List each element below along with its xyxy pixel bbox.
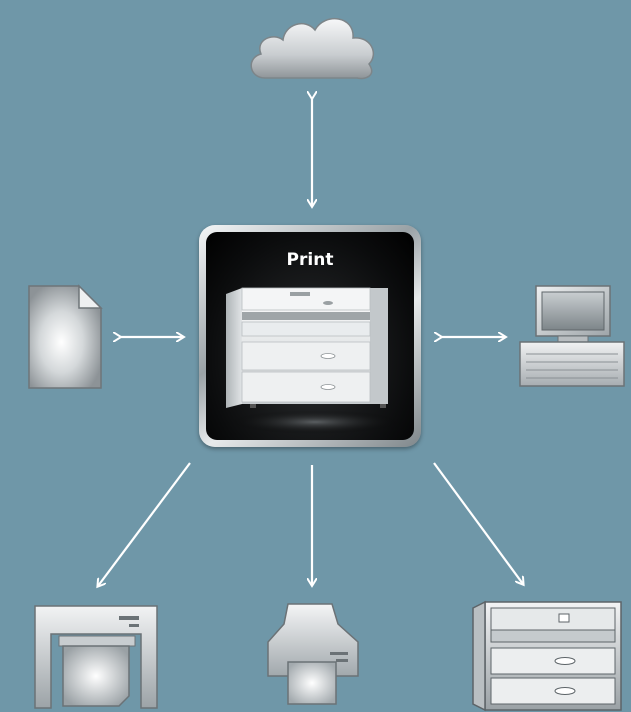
print-tile: Print <box>199 225 421 447</box>
wide-format-printer-icon <box>226 287 400 434</box>
printer-cabinet-icon <box>471 600 623 712</box>
cloud-icon <box>245 6 379 84</box>
plotter-icon <box>33 604 159 710</box>
arrow-plotter <box>98 462 191 586</box>
print-tile-inner: Print <box>206 232 414 440</box>
arrow-printer-cabinet <box>433 462 523 584</box>
computer-icon <box>518 284 626 388</box>
desktop-printer-icon <box>266 602 360 706</box>
document-icon <box>27 284 103 390</box>
print-title: Print <box>286 250 334 270</box>
